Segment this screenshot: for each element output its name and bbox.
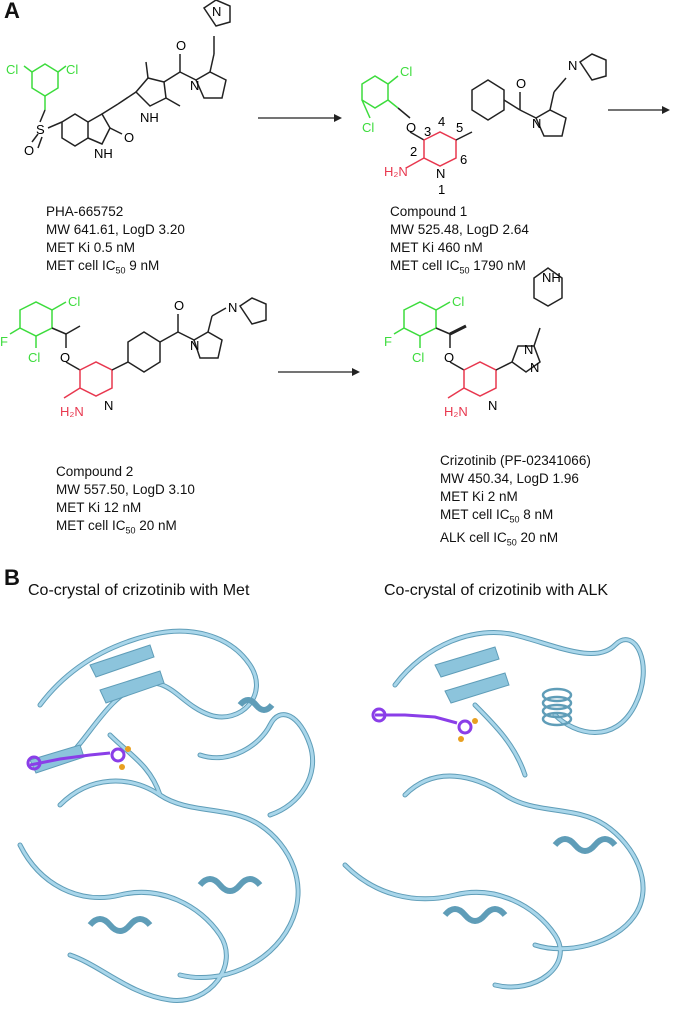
n-label: N: [190, 338, 199, 353]
nh-label: NH: [94, 146, 113, 161]
compound-ki: MET Ki 0.5 nM: [46, 240, 136, 255]
compound-mw: MW 450.34, LogD 1.96: [440, 471, 579, 486]
cl-label: Cl: [400, 64, 412, 79]
compound-cell-ic50: MET cell IC50 9 nM: [46, 258, 160, 276]
alk-cocrystal-title: Co-crystal of crizotinib with ALK: [384, 582, 609, 599]
ring-number-3: 3: [424, 124, 431, 139]
ring-number-2: 2: [410, 144, 417, 159]
o-label: O: [406, 120, 416, 135]
f-label: F: [384, 334, 392, 349]
caption-compound-2: Compound 2 MW 557.50, LogD 3.10 MET Ki 1…: [56, 463, 195, 540]
o-label: O: [24, 143, 34, 158]
compound-cell-ic50: MET cell IC50 20 nM: [56, 518, 177, 536]
caption-compound-1: Compound 1 MW 525.48, LogD 2.64 MET Ki 4…: [390, 203, 529, 280]
compound-mw: MW 525.48, LogD 2.64: [390, 222, 529, 237]
s-label: S: [36, 122, 45, 137]
cl-label: Cl: [6, 62, 18, 77]
n-label: N: [530, 360, 539, 375]
panel-a-letter: A: [4, 0, 20, 23]
ring-number-1: 1: [438, 182, 445, 197]
n-label: N: [532, 116, 541, 131]
compound-name: Compound 1: [390, 204, 468, 219]
structure-pha-665752: Cl Cl S O O NH NH O N N: [6, 0, 231, 161]
n-label: N: [488, 398, 497, 413]
cl-label: Cl: [412, 350, 424, 365]
n-label: N: [228, 300, 237, 315]
nh-label: NH: [140, 110, 159, 125]
structure-compound-1: Cl Cl O H₂N N O N N 1 2 3 4 5 6: [361, 53, 607, 197]
compound-name: Compound 2: [56, 464, 134, 479]
caption-crizotinib: Crizotinib (PF-02341066) MW 450.34, LogD…: [440, 452, 591, 551]
met-cocrystal-title: Co-crystal of crizotinib with Met: [28, 582, 250, 599]
o-label: O: [444, 350, 454, 365]
cl-label: Cl: [68, 294, 80, 309]
o-label: O: [124, 130, 134, 145]
compound-mw: MW 641.61, LogD 3.20: [46, 222, 185, 237]
o-label: O: [516, 76, 526, 91]
compound-alk-ic50: ALK cell IC50 20 nM: [440, 529, 559, 548]
ring-number-5: 5: [456, 120, 463, 135]
compound-name: PHA-665752: [46, 204, 124, 219]
ring-number-4: 4: [438, 114, 445, 129]
compound-ki: MET Ki 2 nM: [440, 489, 518, 504]
structure-crizotinib: Cl F Cl O H₂N N N N NH: [384, 267, 563, 419]
o-label: O: [174, 298, 184, 313]
alk-protein-ribbon: [342, 629, 646, 990]
compound-cell-ic50: MET cell IC50 1790 nM: [390, 258, 526, 276]
h2n-label: H₂N: [60, 404, 84, 419]
reaction-arrow: [608, 106, 670, 114]
n-label: N: [436, 166, 445, 181]
n-label: N: [104, 398, 113, 413]
compound-ki: MET Ki 460 nM: [390, 240, 483, 255]
compound-ki: MET Ki 12 nM: [56, 500, 142, 515]
n-label: N: [568, 58, 577, 73]
cl-label: Cl: [28, 350, 40, 365]
nh-label: NH: [542, 270, 561, 285]
panel-b-letter: B: [4, 565, 20, 590]
compound-name: Crizotinib (PF-02341066): [440, 453, 591, 468]
compound-mw: MW 557.50, LogD 3.10: [56, 482, 195, 497]
ring-number-6: 6: [460, 152, 467, 167]
n-label: N: [524, 342, 533, 357]
reaction-arrow: [278, 368, 360, 376]
cl-label: Cl: [66, 62, 78, 77]
n-label: N: [190, 78, 199, 93]
h2n-label: H₂N: [444, 404, 468, 419]
n-label: N: [212, 4, 221, 19]
structure-compound-2: Cl F Cl O H₂N N O N N: [0, 294, 267, 419]
o-label: O: [60, 350, 70, 365]
caption-pha-665752: PHA-665752 MW 641.61, LogD 3.20 MET Ki 0…: [46, 203, 185, 280]
o-label: O: [176, 38, 186, 53]
reaction-arrow: [258, 114, 342, 122]
compound-cell-ic50: MET cell IC50 8 nM: [440, 507, 554, 525]
cl-label: Cl: [362, 120, 374, 135]
f-label: F: [0, 334, 8, 349]
met-protein-ribbon: [17, 628, 316, 1003]
h2n-label: H₂N: [384, 164, 408, 179]
cl-label: Cl: [452, 294, 464, 309]
